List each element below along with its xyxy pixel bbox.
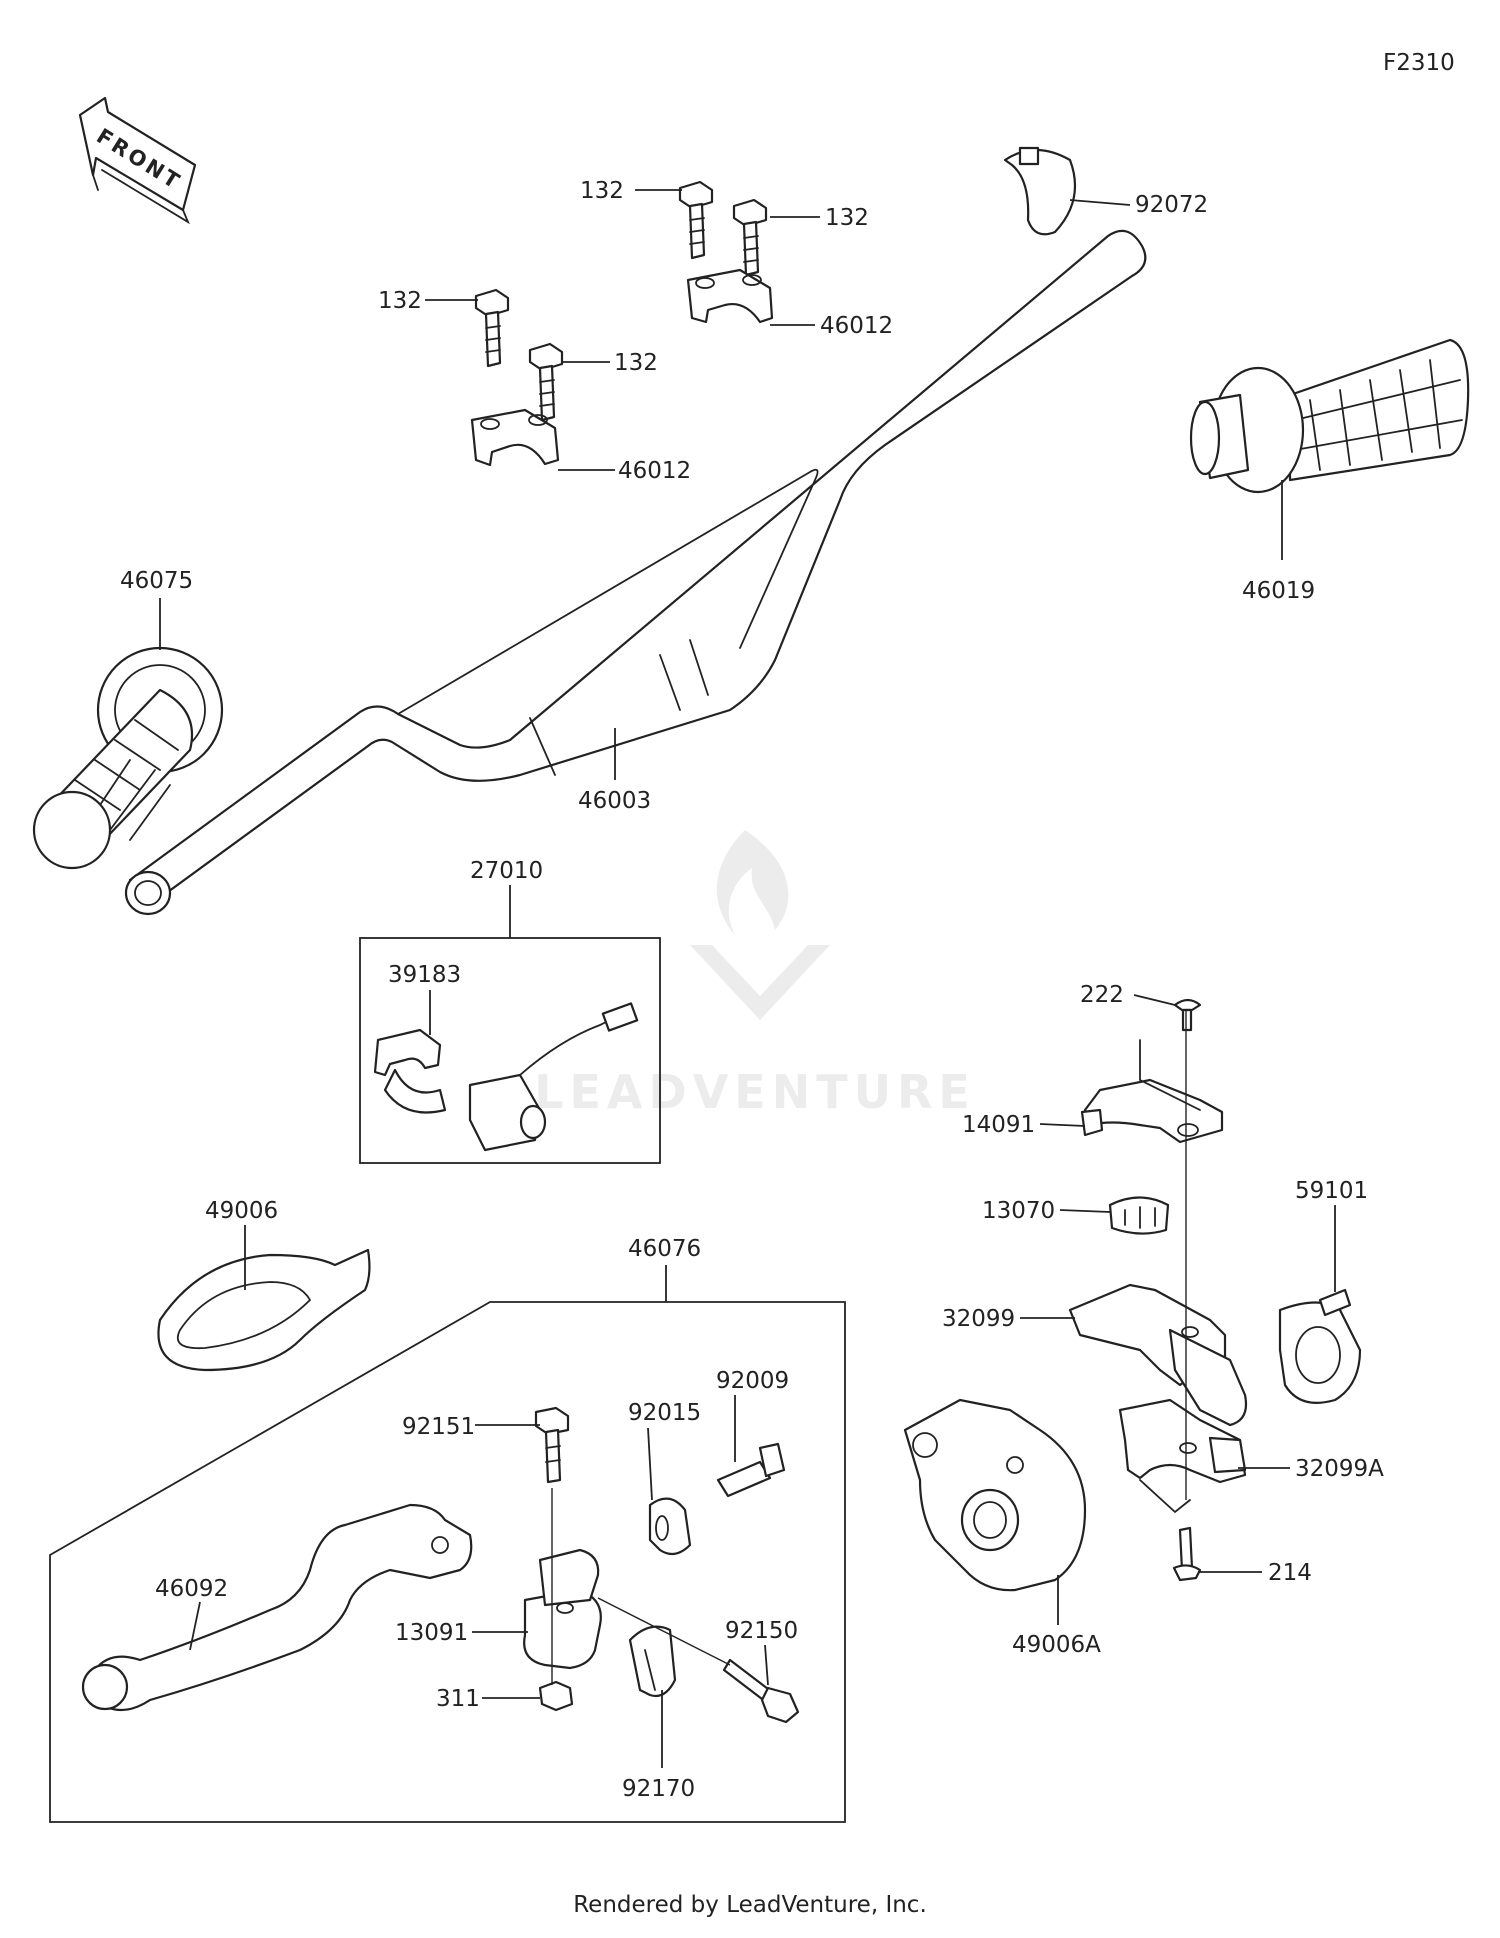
bolt-92150 [722,1658,800,1724]
callout-92015: 92015 [628,1400,701,1426]
throttle-cover-49006A [903,1398,1087,1592]
front-arrow-icon: FRONT [78,96,197,225]
callout-92072: 92072 [1135,192,1208,218]
callout-14091: 14091 [962,1112,1035,1138]
callout-132-b: 132 [825,205,869,231]
clutch-lever [81,1503,473,1712]
switch-cover-14091 [1080,1039,1224,1144]
callout-92009: 92009 [716,1368,789,1394]
callout-214: 214 [1268,1560,1312,1586]
lever-cover [157,1248,371,1372]
adjuster-ring-92015 [648,1497,692,1556]
callout-46075: 46075 [120,568,193,594]
callout-46012-a: 46012 [820,313,893,339]
bolt-132-d [528,342,564,422]
callout-132-d: 132 [614,350,658,376]
callout-46076: 46076 [628,1236,701,1262]
callout-59101: 59101 [1295,1178,1368,1204]
callout-32099: 32099 [942,1306,1015,1332]
bolt-132-b [732,198,768,277]
right-grip [1189,338,1470,494]
callout-92170: 92170 [622,1776,695,1802]
callout-132-a: 132 [580,178,624,204]
callout-13091: 13091 [395,1620,468,1646]
callout-13070: 13070 [982,1198,1055,1224]
handlebar-holder-upper [686,268,774,324]
leadventure-watermark: LEADVENTURE [534,830,976,1119]
callout-27010: 27010 [470,858,543,884]
bracket-92170 [628,1625,677,1698]
switch-assembly-box [359,937,661,1164]
lever-assembly-box [49,1301,846,1823]
leader-lines [159,189,1336,1768]
callout-32099A: 32099A [1295,1456,1384,1482]
callout-49006A: 49006A [1012,1632,1101,1658]
callout-46012-b: 46012 [618,458,691,484]
callout-92150: 92150 [725,1618,798,1644]
switch-button-13070 [1108,1196,1170,1235]
handlebar-holder-lower [470,408,560,467]
throttle-pulley-59101 [1278,1288,1362,1404]
adjuster-bolt-92009 [716,1442,786,1498]
screw-214 [1172,1526,1202,1582]
callout-39183: 39183 [388,962,461,988]
bolt-92151 [534,1406,570,1484]
callout-labels: 132 132 132 132 92072 46012 46012 46075 … [120,178,1384,1802]
bolt-132-c [474,288,510,368]
callout-46003: 46003 [578,788,651,814]
callout-46019: 46019 [1242,578,1315,604]
handlebar [124,229,1147,916]
callout-92151: 92151 [402,1414,475,1440]
lever-bracket [523,1548,602,1670]
footer-credit: Rendered by LeadVenture, Inc. [573,1892,927,1918]
callout-49006: 49006 [205,1198,278,1224]
callout-222: 222 [1080,982,1124,1008]
callout-46092: 46092 [155,1576,228,1602]
cable-band [1003,146,1077,236]
throttle-housing-lower [1118,1398,1247,1514]
screw-222 [1173,998,1202,1032]
bolt-132-a [678,180,714,260]
callout-132-c: 132 [378,288,422,314]
callout-311: 311 [436,1686,480,1712]
watermark-text: LEADVENTURE [534,1065,976,1119]
figure-code: F2310 [1383,50,1455,76]
nut-311 [538,1680,574,1712]
